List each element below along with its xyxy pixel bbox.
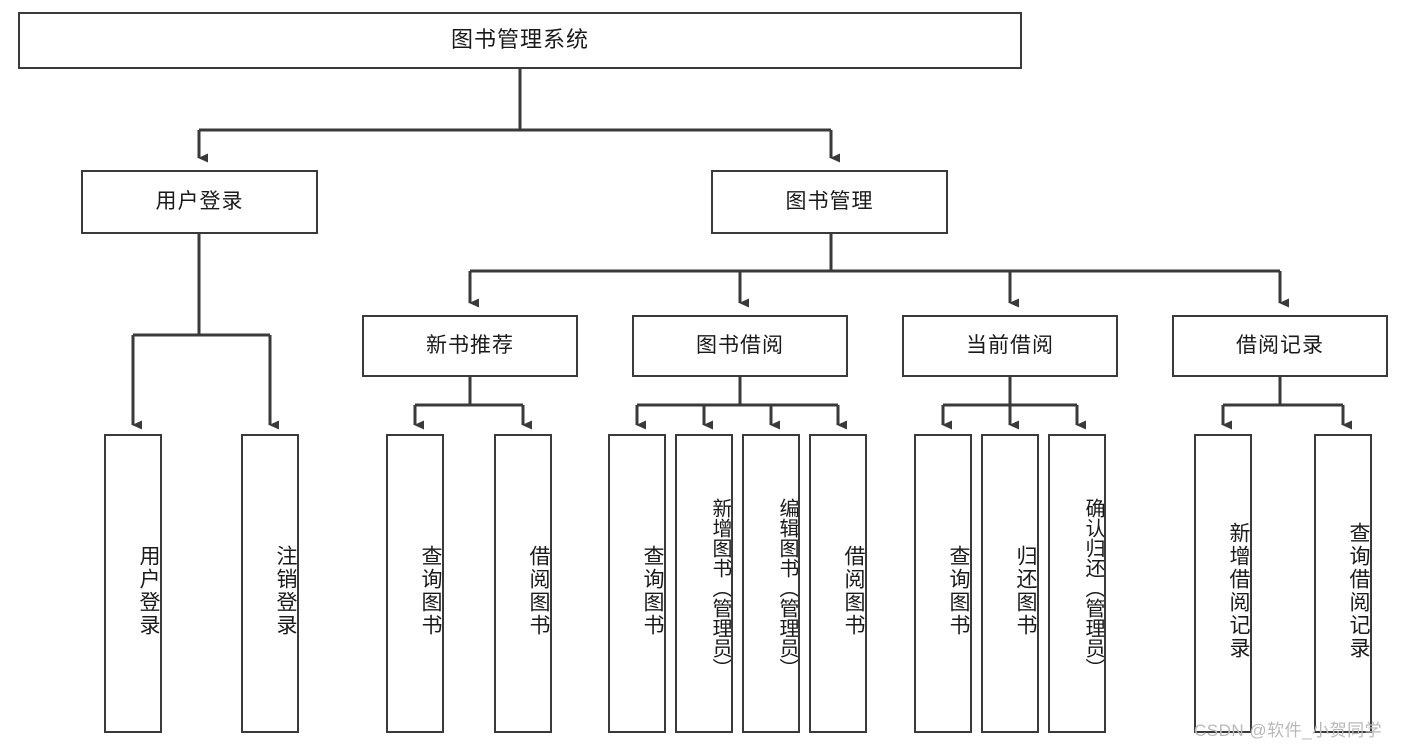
- leaf-current-borrow-confirm-return-admin[interactable]: 确认归还（管理员）: [1048, 434, 1106, 733]
- node-book-borrow[interactable]: 图书借阅: [632, 315, 848, 377]
- node-borrow-record[interactable]: 借阅记录: [1172, 315, 1388, 377]
- node-book-management[interactable]: 图书管理: [711, 170, 948, 234]
- leaf-user-login-login[interactable]: 用户登录: [104, 434, 162, 733]
- leaf-borrow-record-query-record[interactable]: 查询借阅记录: [1314, 434, 1372, 733]
- leaf-book-borrow-add-book-admin[interactable]: 新增图书（管理员）: [675, 434, 733, 733]
- leaf-borrow-record-add-record[interactable]: 新增借阅记录: [1194, 434, 1252, 733]
- leaf-book-borrow-borrow-book[interactable]: 借阅图书: [809, 434, 867, 733]
- leaf-new-book-query-book[interactable]: 查询图书: [386, 434, 444, 733]
- node-new-book-recommendation[interactable]: 新书推荐: [362, 315, 578, 377]
- leaf-book-borrow-query-book[interactable]: 查询图书: [608, 434, 666, 733]
- leaf-new-book-borrow-book[interactable]: 借阅图书: [494, 434, 552, 733]
- csdn-watermark: CSDN @软件_小贺同学: [1194, 721, 1383, 740]
- leaf-current-borrow-return-book[interactable]: 归还图书: [981, 434, 1039, 733]
- leaf-user-login-logout[interactable]: 注销登录: [241, 434, 299, 733]
- node-user-login[interactable]: 用户登录: [81, 170, 318, 234]
- node-current-borrow[interactable]: 当前借阅: [902, 315, 1118, 377]
- leaf-book-borrow-edit-book-admin[interactable]: 编辑图书（管理员）: [742, 434, 800, 733]
- node-root-book-management-system[interactable]: 图书管理系统: [18, 12, 1022, 69]
- leaf-current-borrow-query-book[interactable]: 查询图书: [914, 434, 972, 733]
